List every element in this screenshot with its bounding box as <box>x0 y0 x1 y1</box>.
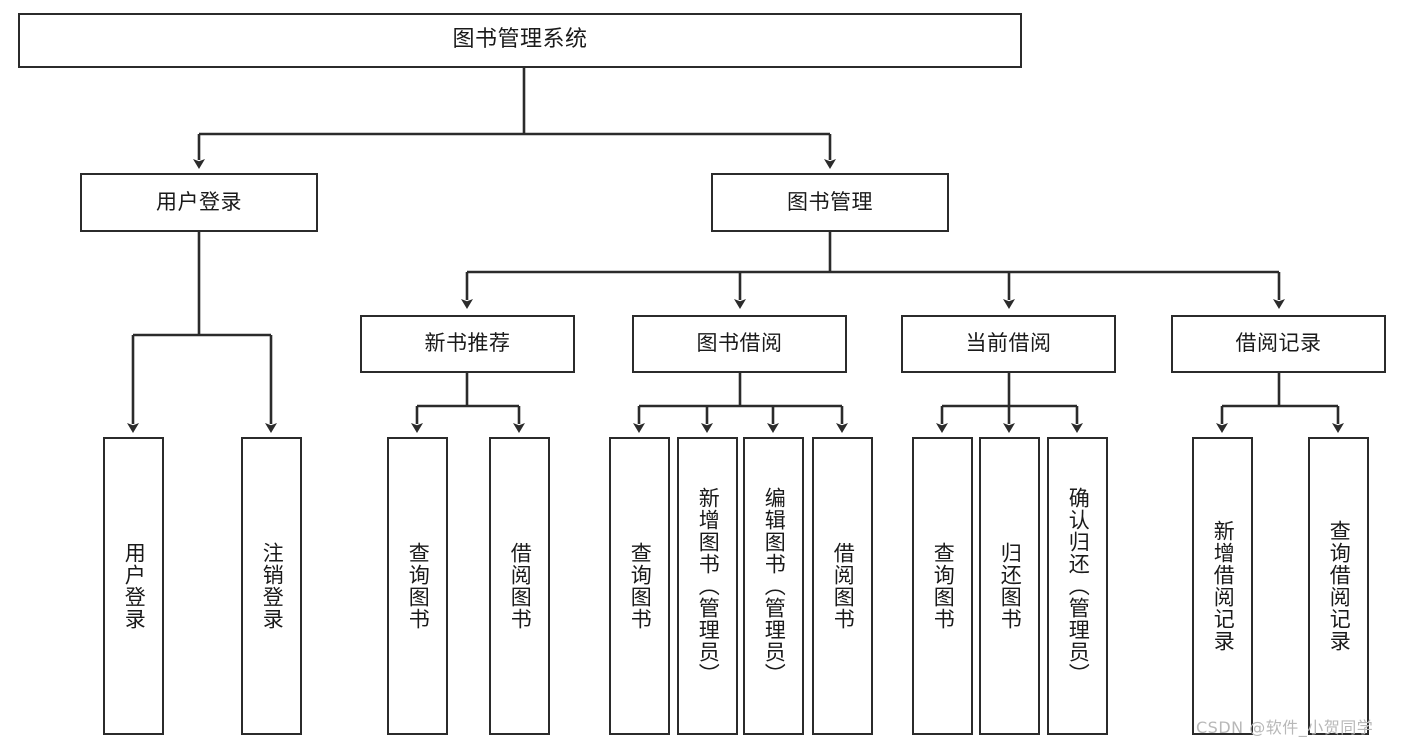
leaf-label: 查询图书 <box>628 542 653 630</box>
leaf-label: 确认归还（管理员） <box>1066 487 1091 685</box>
leaf-borrow-edit-book[interactable]: 编辑图书（管理员） <box>743 437 804 735</box>
leaf-record-add[interactable]: 新增借阅记录 <box>1192 437 1253 735</box>
node-current-borrow[interactable]: 当前借阅 <box>901 315 1116 373</box>
leaf-label: 查询图书 <box>931 542 956 630</box>
leaf-label: 查询图书 <box>406 542 431 630</box>
leaf-user-login[interactable]: 用户登录 <box>103 437 164 735</box>
leaf-label: 借阅图书 <box>508 542 533 630</box>
leaf-record-query[interactable]: 查询借阅记录 <box>1308 437 1369 735</box>
leaf-borrow-borrow-book[interactable]: 借阅图书 <box>812 437 873 735</box>
node-new-book-recommend[interactable]: 新书推荐 <box>360 315 575 373</box>
leaf-user-logout[interactable]: 注销登录 <box>241 437 302 735</box>
leaf-current-confirm-return[interactable]: 确认归还（管理员） <box>1047 437 1108 735</box>
leaf-label: 注销登录 <box>260 542 285 630</box>
leaf-label: 编辑图书（管理员） <box>762 487 787 685</box>
leaf-label: 新增借阅记录 <box>1211 520 1236 652</box>
leaf-label: 查询借阅记录 <box>1327 520 1352 652</box>
node-book-management[interactable]: 图书管理 <box>711 173 949 232</box>
node-user-login[interactable]: 用户登录 <box>80 173 318 232</box>
leaf-label: 归还图书 <box>998 542 1023 630</box>
leaf-current-query-book[interactable]: 查询图书 <box>912 437 973 735</box>
leaf-borrow-add-book[interactable]: 新增图书（管理员） <box>677 437 738 735</box>
node-book-borrow[interactable]: 图书借阅 <box>632 315 847 373</box>
node-borrow-record[interactable]: 借阅记录 <box>1171 315 1386 373</box>
node-root-system[interactable]: 图书管理系统 <box>18 13 1022 68</box>
leaf-label: 借阅图书 <box>831 542 856 630</box>
leaf-borrow-query-book[interactable]: 查询图书 <box>609 437 670 735</box>
leaf-current-return-book[interactable]: 归还图书 <box>979 437 1040 735</box>
leaf-label: 用户登录 <box>122 542 147 630</box>
leaf-recommend-borrow-book[interactable]: 借阅图书 <box>489 437 550 735</box>
leaf-label: 新增图书（管理员） <box>696 487 721 685</box>
csdn-watermark: CSDN @软件_小贺同学 <box>1196 718 1374 737</box>
leaf-recommend-query-book[interactable]: 查询图书 <box>387 437 448 735</box>
